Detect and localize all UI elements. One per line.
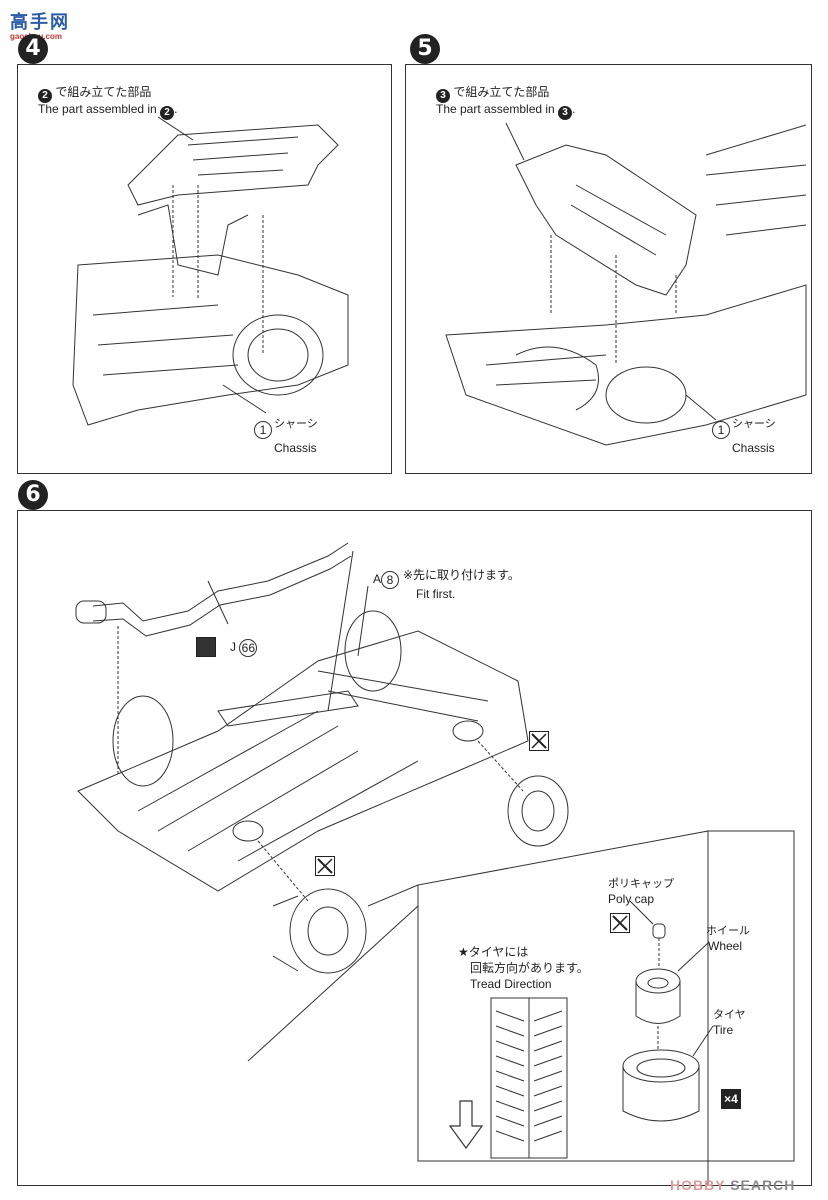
step-4-chassis-drawing xyxy=(72,116,349,426)
watermark-hobbysearch: HOBBY SEARCH xyxy=(670,1177,796,1193)
step-ref-badge: 2 xyxy=(160,106,175,120)
no-cement-icon xyxy=(529,731,549,751)
part-number-ring: 8 xyxy=(381,571,400,589)
part-number-ring: 66 xyxy=(239,639,258,657)
wheel-label-jp: ホイール xyxy=(706,925,750,937)
no-cement-icon xyxy=(610,913,630,933)
tread-note-jp-line2: 回転方向があります。 xyxy=(470,961,589,975)
polycap-label-jp: ポリキャップ xyxy=(608,878,674,890)
exhaust-part-label: J 66 xyxy=(230,639,258,657)
tread-note-en: Tread Direction xyxy=(470,977,552,991)
quantity-badge: ×4 xyxy=(721,1089,741,1109)
step-4-badge: 4 xyxy=(18,34,48,64)
fit-first-note-jp: ※先に取り付けます。 xyxy=(403,568,520,582)
step-ref-badge: 2 xyxy=(38,89,52,103)
no-cement-icon xyxy=(315,856,335,876)
step-6-underside-drawing xyxy=(75,542,795,1185)
step-4-panel: 2 で組み立てた部品 The part assembled in 2. 1 シャ… xyxy=(17,64,392,474)
step-5-part-name-en: Chassis xyxy=(732,441,775,455)
tread-note-jp-line1: ★タイヤには xyxy=(458,945,529,959)
part-number-ring: 1 xyxy=(254,421,272,439)
tire-label-en: Tire xyxy=(713,1023,734,1037)
cement-icon xyxy=(196,637,216,657)
step-5-panel: 3 で組み立てた部品 The part assembled in 3. 1 シャ… xyxy=(405,64,812,474)
step-5-callout-en: The part assembled in 3. xyxy=(436,102,576,120)
step-4-callout-jp: 2 で組み立てた部品 xyxy=(38,85,151,103)
fit-first-note-en: Fit first. xyxy=(416,587,456,601)
step-5-callout-jp: 3 で組み立てた部品 xyxy=(436,85,549,103)
step-5-part-label: 1 xyxy=(712,421,730,439)
step-4-part-name-en: Chassis xyxy=(274,441,317,455)
step-4-callout-en: The part assembled in 2. xyxy=(38,102,178,120)
step-4-part-label: 1 xyxy=(254,421,272,439)
wheel-label-en: Wheel xyxy=(708,939,743,953)
tire-label-jp: タイヤ xyxy=(713,1009,746,1021)
step-5-badge: 5 xyxy=(410,34,440,64)
step-ref-badge: 3 xyxy=(558,106,573,120)
step-4-part-name-jp: シャーシ xyxy=(274,418,318,430)
step-ref-badge: 3 xyxy=(436,89,450,103)
part-number-ring: 1 xyxy=(712,421,730,439)
step-6-badge: 6 xyxy=(18,480,48,510)
step-5-chassis-drawing xyxy=(445,122,807,446)
step-5-part-name-jp: シャーシ xyxy=(732,418,776,430)
watermark-title: 高手网 xyxy=(10,12,70,32)
polycap-label-en: Poly cap xyxy=(608,892,655,906)
